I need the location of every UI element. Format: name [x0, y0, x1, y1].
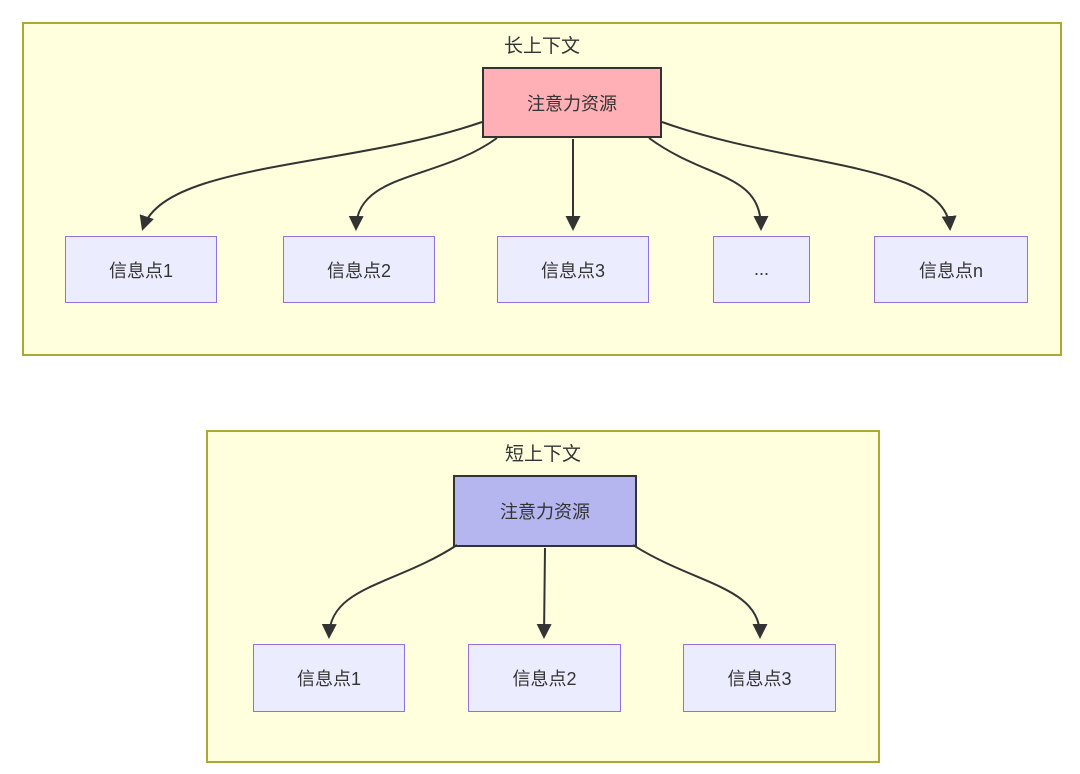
node-info-point-1-short: 信息点1	[253, 644, 405, 712]
node-info-point-3-long: 信息点3	[497, 236, 649, 303]
node-info-point-n-long: 信息点n	[874, 236, 1028, 303]
node-attention-resource-long: 注意力资源	[482, 67, 662, 138]
node-info-point-1-long: 信息点1	[65, 236, 217, 303]
node-info-point-ellipsis-long: ...	[713, 236, 810, 303]
node-info-point-3-short: 信息点3	[683, 644, 836, 712]
node-attention-resource-short: 注意力资源	[453, 475, 637, 547]
panel-short-context-title: 短上下文	[504, 444, 581, 465]
node-info-point-2-short: 信息点2	[468, 644, 621, 712]
panel-long-context-title: 长上下文	[503, 36, 580, 57]
node-info-point-2-long: 信息点2	[283, 236, 435, 303]
